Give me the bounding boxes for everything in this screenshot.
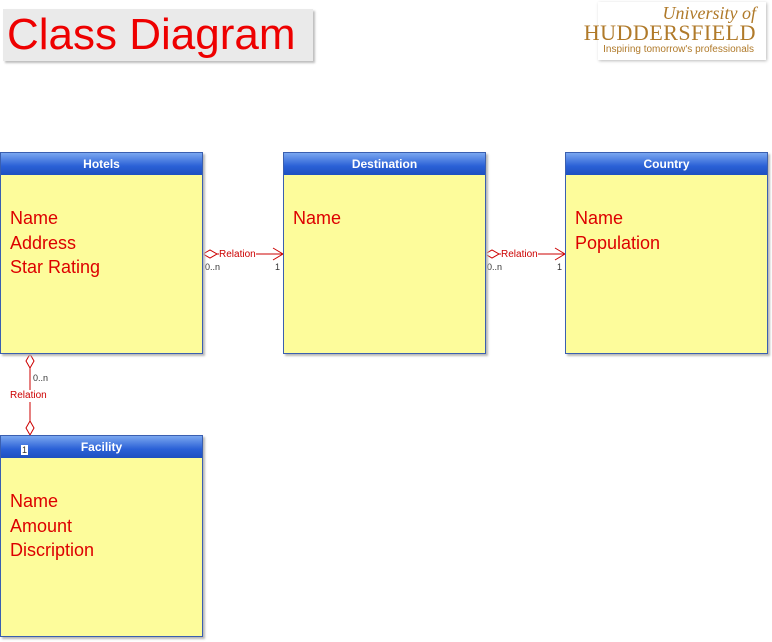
- multiplicity-label: 0..n: [32, 373, 50, 383]
- multiplicity-label: 0..n: [486, 262, 504, 272]
- multiplicity-label: 0..n: [204, 262, 222, 272]
- diagram-title-box: Class Diagram: [3, 9, 313, 61]
- class-country[interactable]: Country Name Population: [565, 152, 768, 354]
- relation-label: Relation: [10, 390, 47, 402]
- aggregation-diamond-icon: [25, 352, 35, 370]
- aggregation-diamond-icon: [201, 249, 219, 259]
- attribute-item: Name: [10, 491, 59, 511]
- diagram-title: Class Diagram: [7, 10, 296, 59]
- class-attributes: Name Population: [566, 175, 767, 255]
- class-attributes: Name Amount Discription: [1, 458, 202, 563]
- class-facility[interactable]: Facility Name Amount Discription: [0, 435, 203, 637]
- attribute-item: Population: [575, 232, 661, 253]
- multiplicity-label: 1: [556, 262, 564, 272]
- class-attributes: Name: [284, 175, 485, 231]
- relation-label: Relation: [219, 249, 256, 261]
- multiplicity-label: 1: [274, 262, 282, 272]
- relation-label: Relation: [501, 249, 538, 261]
- class-header: Hotels: [1, 153, 202, 175]
- class-destination[interactable]: Destination Name: [283, 152, 486, 354]
- attribute-item: Star Rating: [10, 257, 101, 277]
- attribute-item: Name: [293, 208, 342, 228]
- logo-line1: University of: [662, 3, 756, 23]
- class-attributes: Name Address Star Rating: [1, 175, 202, 280]
- class-hotels[interactable]: Hotels Name Address Star Rating: [0, 152, 203, 354]
- class-header: Country: [566, 153, 767, 175]
- aggregation-diamond-icon: [25, 419, 35, 437]
- attribute-item: Address: [10, 232, 77, 253]
- attribute-item: Name: [10, 208, 59, 228]
- class-header: Destination: [284, 153, 485, 175]
- university-logo: University of HUDDERSFIELD Inspiring tom…: [584, 2, 766, 60]
- logo-line2: HUDDERSFIELD: [583, 20, 756, 45]
- multiplicity-label: 1: [21, 445, 29, 455]
- aggregation-diamond-icon: [483, 249, 501, 259]
- attribute-item: Discription: [10, 540, 95, 560]
- logo-tagline: Inspiring tomorrow's professionals: [603, 44, 754, 55]
- class-header: Facility: [1, 436, 202, 458]
- attribute-item: Name: [575, 208, 624, 228]
- attribute-item: Amount: [10, 515, 73, 536]
